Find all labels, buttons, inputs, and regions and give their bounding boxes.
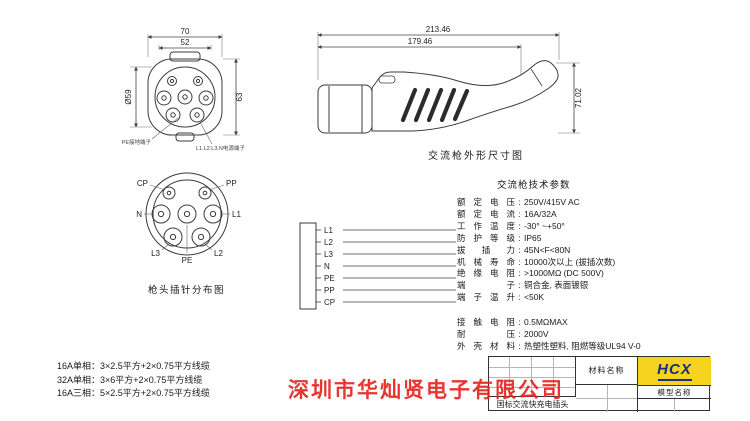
hcx-logo: HCX — [638, 357, 711, 385]
tech-param-row: 额定电压:250V/415V AC — [457, 197, 719, 209]
param-value: <50K — [524, 292, 545, 303]
pin-label-pe: PE — [182, 256, 193, 265]
title-block-subgrid — [576, 385, 638, 412]
param-value: >1000MΩ (DC 500V) — [524, 268, 604, 279]
param-label: 耐压 — [457, 329, 515, 340]
param-label: 拔插力 — [457, 244, 515, 255]
param-value: 250V/415V AC — [524, 197, 580, 207]
param-label: 机械寿命 — [457, 256, 515, 267]
dim-side-height: 71.02 — [574, 87, 583, 108]
param-value: 10000次以上 (拔插次数) — [524, 256, 616, 267]
wire-label-l2: L2 — [324, 238, 333, 247]
param-label: 接触电阻 — [457, 317, 515, 328]
param-separator: : — [518, 317, 521, 328]
title-block-bottom-right-grid — [638, 398, 711, 412]
tech-param-row: 额定电流:16A/32A — [457, 209, 719, 221]
param-separator: : — [518, 280, 521, 291]
model-name-label: 模型名称 — [638, 385, 711, 398]
wire-label-pp: PP — [324, 286, 335, 295]
param-value: -30° ~+50° — [524, 220, 565, 231]
side-view-dimensions — [317, 32, 580, 134]
hcx-logo-text: HCX — [657, 361, 692, 378]
param-separator: : — [518, 220, 521, 231]
param-separator: : — [518, 292, 521, 303]
front-callout-power: L1.L2.L3.N电源端子 — [196, 144, 245, 152]
cable-spec-line: 16A单相：3×2.5平方+2×0.75平方线缆 — [57, 361, 210, 371]
tech-param-row: 耐压:2000V — [457, 329, 719, 341]
param-separator: : — [518, 244, 521, 255]
wire-label-cp: CP — [324, 298, 335, 307]
tech-params-title: 交流枪技术参数 — [497, 180, 571, 191]
wire-label-l1: L1 — [324, 226, 333, 235]
pin-label-l1: L1 — [232, 210, 241, 219]
param-value: 16A/32A — [524, 208, 557, 219]
dim-side-body-length: 179.46 — [408, 37, 433, 46]
param-value: 铜合金, 表面镀银 — [524, 280, 589, 291]
param-value: 2000V — [524, 329, 549, 340]
pin-label-n: N — [136, 210, 142, 219]
tech-param-row: 工作温度:-30° ~+50° — [457, 221, 719, 233]
hcx-logo-underline — [657, 379, 692, 381]
param-separator: : — [518, 232, 521, 243]
dim-side-total-length: 213.46 — [426, 25, 451, 34]
product-name: 国标交流快充电插头 — [496, 399, 569, 409]
cable-specs: 16A单相：3×2.5平方+2×0.75平方线缆 32A单相：3×6平方+2×0… — [57, 360, 210, 401]
param-value: 0.5MΩMAX — [524, 317, 568, 328]
tech-param-row: 接触电阻:0.5MΩMAX — [457, 317, 719, 329]
pin-label-pp: PP — [226, 179, 237, 188]
param-separator: : — [518, 329, 521, 340]
param-label: 端子温升 — [457, 292, 515, 303]
wire-label-n: N — [324, 262, 330, 271]
pin-diagram — [144, 172, 230, 256]
param-separator: : — [518, 268, 521, 279]
param-value: 45N<F<80N — [524, 244, 571, 255]
pin-label-l2: L2 — [214, 249, 223, 258]
company-watermark: 深圳市华灿贤电子有限公司 — [288, 379, 564, 402]
tech-param-row: 机械寿命:10000次以上 (拔插次数) — [457, 257, 719, 269]
tech-param-row: 外壳材料:热塑性塑料, 阻燃等级UL94 V-0 — [457, 341, 719, 353]
tech-param-row: 端子:铜合金, 表面镀银 — [457, 280, 719, 292]
param-label: 工作温度 — [457, 220, 515, 231]
pin-diagram-caption: 枪头插针分布图 — [148, 285, 226, 296]
tech-params-panel: 交流枪技术参数 额定电压:250V/415V AC 额定电流:16A/32A 工… — [457, 177, 719, 353]
wire-diagram — [299, 222, 456, 310]
wire-label-l3: L3 — [324, 250, 333, 259]
dim-front-height: 63 — [235, 92, 244, 101]
cable-spec-line: 16A三相：5×2.5平方+2×0.75平方线缆 — [57, 388, 210, 398]
pin-label-l3: L3 — [151, 249, 160, 258]
revision-grid — [489, 357, 576, 397]
cable-spec-line: 32A单相：3×6平方+2×0.75平方线缆 — [57, 374, 203, 385]
title-block: 国标交流快充电插头 材料名称 HCX 模型名称 — [488, 356, 711, 412]
side-view-grip-slots — [400, 87, 470, 123]
param-label: 端子 — [457, 280, 515, 291]
param-separator: : — [518, 197, 521, 207]
front-callout-pe: PE接地端子 — [122, 138, 152, 146]
param-label: 外壳材料 — [457, 340, 515, 351]
param-separator: : — [518, 340, 521, 351]
param-label: 额定电压 — [457, 197, 515, 207]
side-view-caption: 交流枪外形尺寸图 — [428, 151, 524, 162]
dim-front-inner-width: 52 — [181, 38, 190, 47]
side-view — [317, 60, 559, 134]
param-value: 热塑性塑料, 阻燃等级UL94 V-0 — [524, 340, 641, 351]
tech-param-row: 拔插力:45N<F<80N — [457, 245, 719, 257]
tech-param-row: 防护等级:IP65 — [457, 233, 719, 245]
pin-label-cp: CP — [137, 179, 148, 188]
dim-front-diameter: Ø59 — [124, 89, 133, 105]
param-label: 绝缘电阻 — [457, 268, 515, 279]
param-label: 防护等级 — [457, 232, 515, 243]
param-separator: : — [518, 256, 521, 267]
tech-param-row: 绝缘电阻:>1000MΩ (DC 500V) — [457, 268, 719, 280]
front-view-dimensions — [130, 34, 240, 145]
tech-param-row: 端子温升:<50K — [457, 292, 719, 304]
front-view — [147, 51, 223, 142]
wire-label-pe: PE — [324, 274, 335, 283]
param-separator: : — [518, 208, 521, 219]
param-value: IP65 — [524, 232, 542, 243]
dim-front-outer-width: 70 — [181, 27, 190, 36]
material-name-label: 材料名称 — [576, 357, 638, 385]
param-label: 额定电流 — [457, 208, 515, 219]
